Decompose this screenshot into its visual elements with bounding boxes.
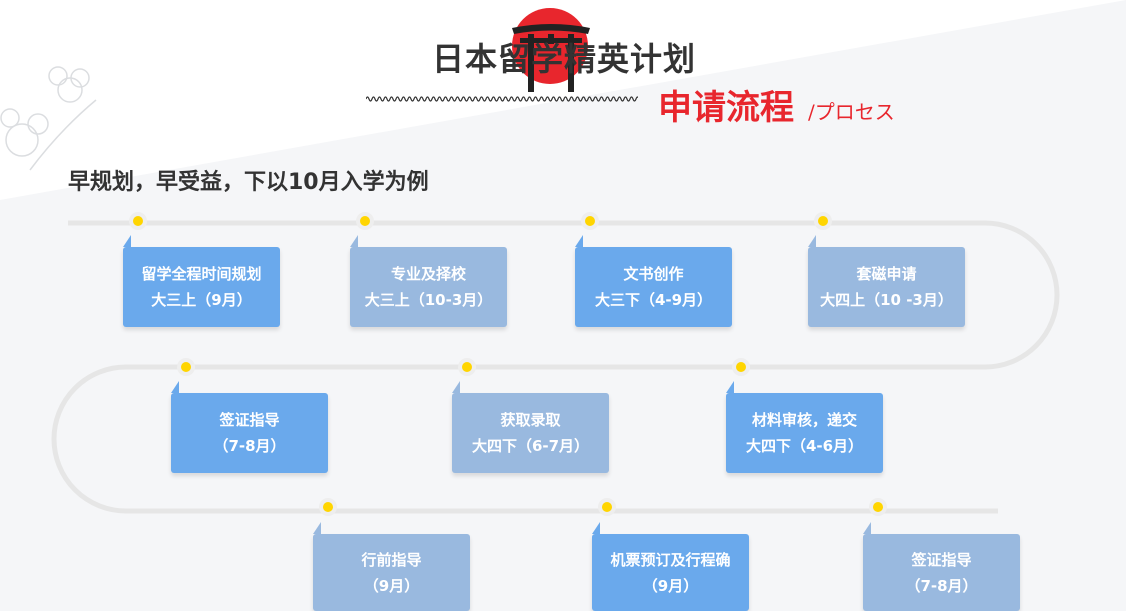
step-card: 留学全程时间规划 大三上（9月） [123,235,280,327]
step-title: 文书创作 [623,265,684,283]
step-title: 签证指导 [911,550,972,569]
card-pointer [575,235,583,247]
step-period: 大三上（9月） [151,291,252,309]
card-pointer [452,381,460,393]
step-card: 签证指导 （7-8月） [171,381,328,473]
step-card: 机票预订及行程确 （9月） [592,522,749,611]
card-pointer [592,522,600,534]
step-title: 获取录取 [500,411,561,429]
step-card: 文书创作 大三下（4-9月） [575,235,732,327]
step-card: 签证指导 （7-8月） [863,522,1020,611]
section-title-en: /プロセス [808,100,895,124]
card-pointer [808,235,816,247]
step-card: 行前指导 （9月） [313,522,470,611]
intro-text: 早规划，早受益，下以10月入学为例 [68,170,429,195]
cherry-blossom-decoration [0,66,97,171]
step-dot [581,212,599,230]
step-period: 大四下（6-7月） [471,437,590,455]
step-period: 大四下（4-6月） [745,437,864,455]
step-period: （9月） [363,576,420,595]
step-period: （7-8月） [213,437,286,455]
card-pointer [123,235,131,247]
step-dot [732,358,750,376]
card-pointer [313,522,321,534]
step-title: 行前指导 [361,550,422,569]
step-dot [319,498,337,516]
page-header: 日本留学精英计划 [430,8,720,92]
card-pointer [863,522,871,534]
step-title: 专业及择校 [390,265,466,283]
step-title: 签证指导 [219,411,280,429]
page-title: 日本留学精英计划 [432,40,697,78]
step-period: 大三上（10-3月） [364,291,493,309]
step-period: （7-8月） [905,576,978,595]
step-dot [869,498,887,516]
card-pointer [171,381,179,393]
section-title: 申请流程 [658,88,794,128]
step-card: 专业及择校 大三上（10-3月） [350,235,507,327]
step-dot [598,498,616,516]
step-period: 大四上（10 -3月） [820,291,953,309]
card-pointer [350,235,358,247]
red-sun-icon [512,8,588,84]
step-card: 获取录取 大四下（6-7月） [452,381,609,473]
step-dot [129,212,147,230]
step-title: 套磁申请 [856,265,917,283]
step-period: 大三下（4-9月） [594,291,713,309]
torii-gate-icon [512,24,590,92]
step-title: 留学全程时间规划 [141,265,262,283]
wave-divider [366,96,638,102]
step-title: 材料审核，递交 [751,411,857,429]
step-card: 材料审核，递交 大四下（4-6月） [726,381,883,473]
step-period: （9月） [642,576,699,595]
step-title: 机票预订及行程确 [610,550,731,569]
step-dot [177,358,195,376]
step-dot [356,212,374,230]
step-card: 套磁申请 大四上（10 -3月） [808,235,965,327]
step-dot [458,358,476,376]
step-dot [814,212,832,230]
card-pointer [726,381,734,393]
